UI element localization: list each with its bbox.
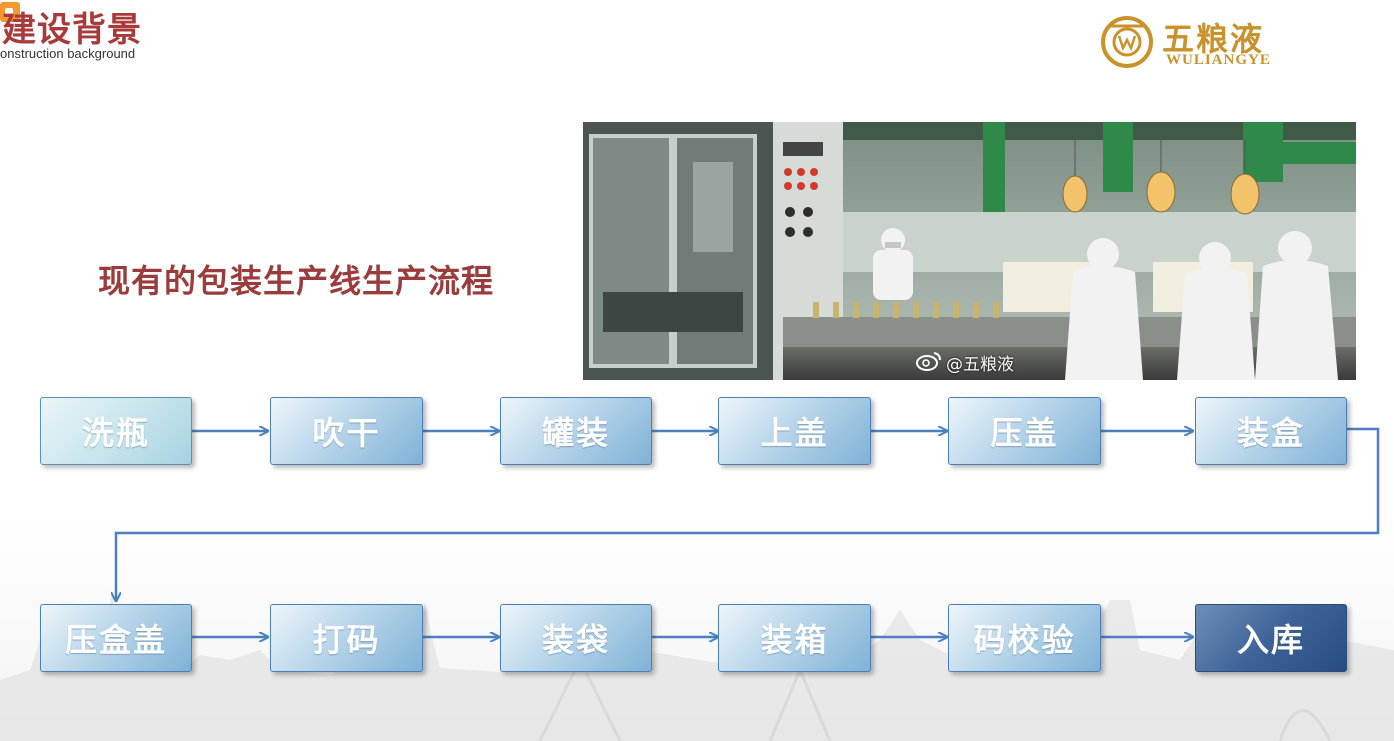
flow-step-blow-dry: 吹干	[270, 397, 423, 465]
flow-step-casing: 装箱	[718, 604, 871, 672]
flow-step-cap-pressing: 压盖	[948, 397, 1101, 465]
flow-step-coding: 打码	[270, 604, 423, 672]
logo-name-cn: 五粮液	[1162, 20, 1265, 58]
flow-step-warehousing: 入库	[1195, 604, 1347, 672]
flow-step-wash-bottle: 洗瓶	[40, 397, 192, 465]
weibo-icon	[916, 352, 941, 371]
flow-step-bagging: 装袋	[500, 604, 652, 672]
page-title: 建设背景	[2, 10, 142, 50]
wuliangye-emblem-icon	[1101, 16, 1153, 68]
photo-caption: @五粮液	[946, 355, 1014, 375]
record-indicator-icon	[0, 2, 20, 22]
flow-step-capping: 上盖	[718, 397, 871, 465]
logo-name-en: WULIANGYE	[1166, 52, 1271, 68]
flow-step-code-verification: 码校验	[948, 604, 1101, 672]
skyline-decoration	[0, 590, 1394, 741]
section-title: 现有的包装生产线生产流程	[98, 262, 495, 300]
page-subtitle-en: onstruction background	[0, 46, 136, 61]
flow-step-box-lid-pressing: 压盒盖	[40, 604, 192, 672]
flow-step-boxing: 装盒	[1195, 397, 1347, 465]
flow-step-filling: 罐装	[500, 397, 652, 465]
factory-photo	[583, 122, 1356, 380]
factory-scene-image	[583, 122, 1356, 380]
